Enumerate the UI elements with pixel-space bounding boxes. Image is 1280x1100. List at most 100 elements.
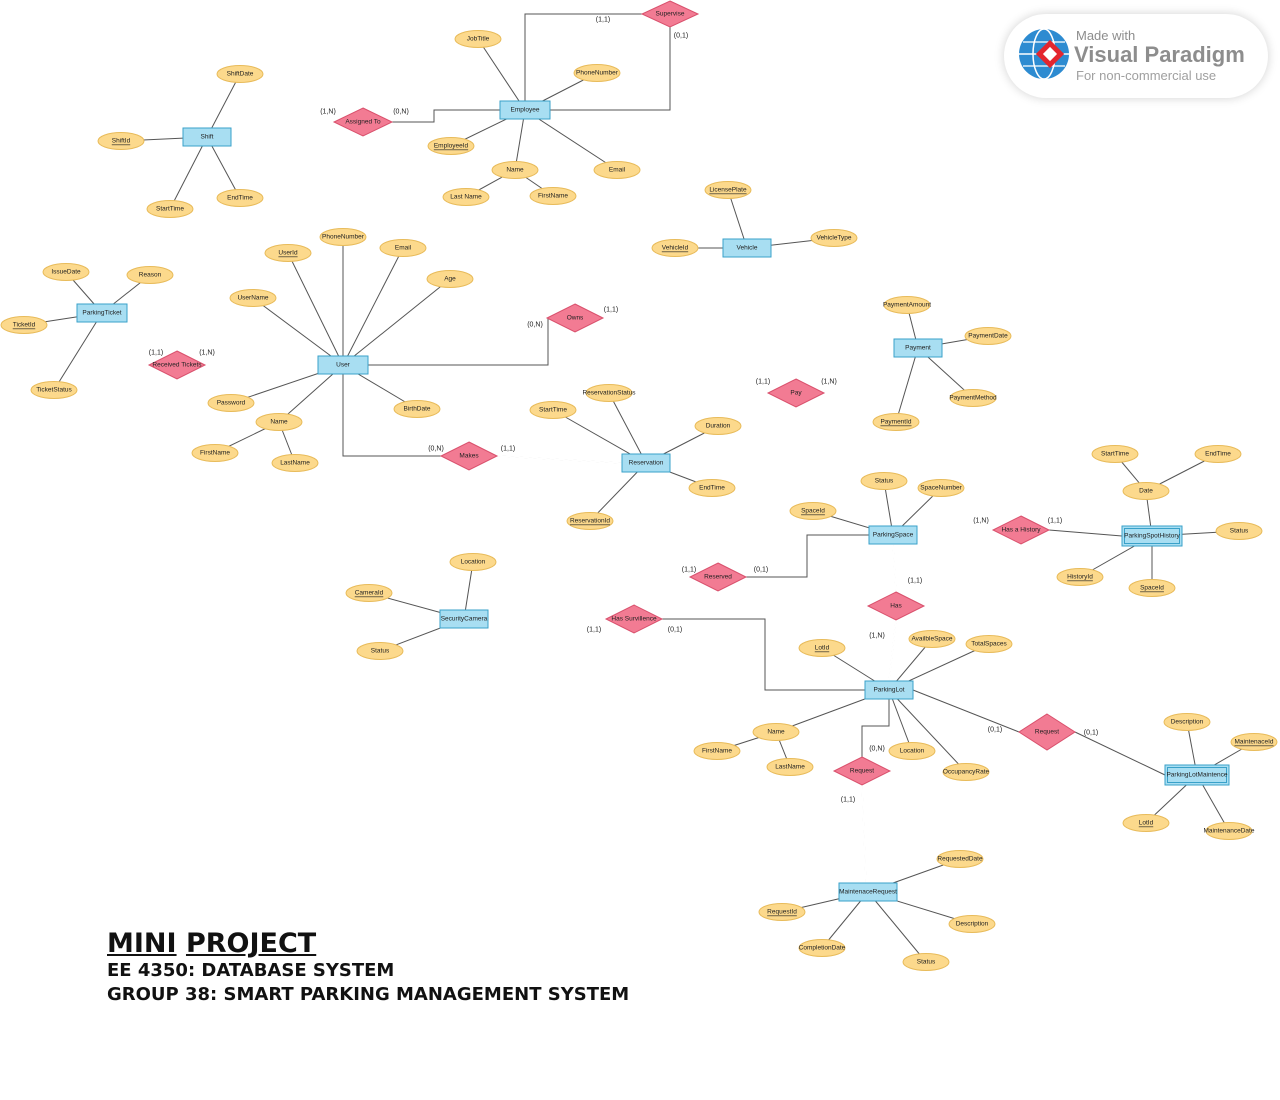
relationship-hassurvillence[interactable]: Has Survillence [604,604,664,634]
relationship-pay[interactable]: Pay [766,378,826,408]
entity-parkinglotmaintence[interactable]: ParkingLotMaintence [1164,764,1230,786]
relationship-request-req[interactable]: Request [832,756,892,786]
attribute-a-res-starttime[interactable]: StartTime [529,401,577,419]
attribute-a-shift-starttime[interactable]: StartTime [146,200,194,218]
attribute-a-emp-firstname[interactable]: FirstName [529,187,577,205]
attribute-a-cameraid[interactable]: CameraId [345,584,393,602]
attribute-a-maintdate[interactable]: MaintenanceDate [1204,822,1255,840]
relationship-request-maint[interactable]: Request [1018,713,1076,751]
attribute-a-licenseplate[interactable]: LicensePlate [704,181,752,199]
attribute-a-spacenumber[interactable]: SpaceNumber [917,479,965,497]
attribute-a-emp-email[interactable]: Email [593,161,641,179]
entity-parkinglot[interactable]: ParkingLot [864,680,914,700]
double-connector-line-inner [888,619,897,682]
attribute-a-emp-phone[interactable]: PhoneNumber [573,64,621,82]
attribute-a-lot-firstname[interactable]: FirstName [693,742,741,760]
attribute-connector-line [342,278,451,366]
relationship-hasahistory[interactable]: Has a History [991,515,1051,545]
attribute-a-space-status[interactable]: Status [860,472,908,490]
entity-securitycamera[interactable]: SecurityCamera [439,609,489,629]
entity-maintenacerequest[interactable]: MaintenaceRequest [838,882,898,902]
entity-reservation[interactable]: Reservation [621,453,671,473]
attribute-a-user-lastname[interactable]: LastName [271,454,319,472]
attribute-a-shiftid[interactable]: ShiftId [97,132,145,150]
attribute-a-cam-status[interactable]: Status [356,642,404,660]
entity-shift[interactable]: Shift [182,127,232,147]
attribute-a-user-phone[interactable]: PhoneNumber [319,228,367,246]
attribute-a-hist-spaceid[interactable]: SpaceId [1128,579,1176,597]
attribute-a-user-firstname[interactable]: FirstName [191,444,239,462]
attribute-a-employeeid[interactable]: EmployeeId [427,137,475,155]
attribute-a-paymentdate[interactable]: PaymentDate [964,327,1012,345]
attribute-a-vehicletype[interactable]: VehicleType [810,229,858,247]
attribute-a-paymentmethod[interactable]: PaymentMethod [949,389,997,407]
attribute-a-maint-lotid[interactable]: LotId [1122,814,1170,832]
attribute-a-lot-lastname[interactable]: LastName [766,758,814,776]
entity-parkingspace[interactable]: ParkingSpace [868,525,918,545]
attribute-a-historyid[interactable]: HistoryId [1056,568,1104,586]
attribute-a-hist-date[interactable]: Date [1122,482,1170,500]
attribute-a-ticketstatus[interactable]: TicketStatus [30,381,78,399]
double-connector-line-inner [892,543,897,593]
relationship-has[interactable]: Has [866,591,926,621]
attribute-a-paymentid[interactable]: PaymentId [872,413,920,431]
attribute-a-res-endtime[interactable]: EndTime [688,479,736,497]
attribute-a-spaceid[interactable]: SpaceId [789,502,837,520]
attribute-a-hist-status[interactable]: Status [1215,522,1263,540]
attribute-a-resstatus[interactable]: ReservationStatus [582,384,636,402]
attribute-a-shiftdate[interactable]: ShiftDate [216,65,264,83]
attribute-label: PaymentMethod [949,395,997,402]
attribute-a-username[interactable]: UserName [229,289,277,307]
relationship-assignedto[interactable]: Assigned To [332,107,394,137]
attribute-ellipse [704,181,752,199]
attribute-a-lotid[interactable]: LotId [798,639,846,657]
relationship-makes[interactable]: Makes [439,441,499,471]
attribute-a-maintenanceid[interactable]: MaintenaceId [1230,733,1278,751]
attribute-a-emp-name[interactable]: Name [491,161,539,179]
attribute-a-totalspaces[interactable]: TotalSpaces [965,635,1013,653]
attribute-a-ticketid[interactable]: TicketId [0,316,48,334]
attribute-a-availspace[interactable]: AvailbleSpace [908,630,956,648]
relationship-owns[interactable]: Owns [545,303,605,333]
attribute-a-req-desc[interactable]: Description [948,915,996,933]
attribute-a-user-name[interactable]: Name [255,413,303,431]
attribute-a-shift-endtime[interactable]: EndTime [216,189,264,207]
attribute-a-duration[interactable]: Duration [694,417,742,435]
attribute-a-lot-location[interactable]: Location [888,742,936,760]
attribute-a-paymentamount[interactable]: PaymentAmount [883,296,931,314]
entity-parkingspothistory[interactable]: ParkingSpotHistory [1121,525,1183,547]
relationship-supervise[interactable]: Supervise [640,0,700,28]
relationship-reserved[interactable]: Reserved [688,562,748,592]
entity-parkingticket[interactable]: ParkingTicket [76,303,128,323]
entity-vehicle[interactable]: Vehicle [722,238,772,258]
attribute-a-age[interactable]: Age [426,270,474,288]
attribute-a-hist-endtime[interactable]: EndTime [1194,445,1242,463]
attribute-connector-line [206,73,241,138]
relationship-receivedtickets[interactable]: Received Tickets [147,350,207,380]
attribute-label: Description [956,921,989,928]
attribute-a-lot-name[interactable]: Name [752,723,800,741]
attribute-a-emp-lastname[interactable]: Last Name [442,188,490,206]
attribute-a-password[interactable]: Password [207,394,255,412]
attribute-a-issuedate[interactable]: IssueDate [42,263,90,281]
attribute-ellipse [393,400,441,418]
attribute-a-occupancy[interactable]: OccupancyRate [942,763,990,781]
attribute-a-maint-desc[interactable]: Description [1163,713,1211,731]
attribute-a-jobtitle[interactable]: JobTitle [454,30,502,48]
entity-payment[interactable]: Payment [893,338,943,358]
entity-employee[interactable]: Employee [499,100,551,120]
attribute-a-userid[interactable]: UserId [264,244,312,262]
entity-user[interactable]: User [317,355,369,375]
attribute-a-birthdate[interactable]: BirthDate [393,400,441,418]
attribute-a-reqdate[interactable]: RequestedDate [936,850,984,868]
attribute-a-req-status[interactable]: Status [902,953,950,971]
attribute-a-user-email[interactable]: Email [379,239,427,257]
attribute-a-reason[interactable]: Reason [126,266,174,284]
attribute-a-completiondate[interactable]: CompletionDate [798,939,846,957]
attribute-label: Name [767,729,785,736]
attribute-a-vehicleid[interactable]: VehicleId [651,239,699,257]
attribute-a-reservationid[interactable]: ReservationId [566,512,614,530]
attribute-a-requestid[interactable]: RequestId [758,903,806,921]
attribute-a-hist-starttime[interactable]: StartTime [1091,445,1139,463]
attribute-a-cam-location[interactable]: Location [449,553,497,571]
